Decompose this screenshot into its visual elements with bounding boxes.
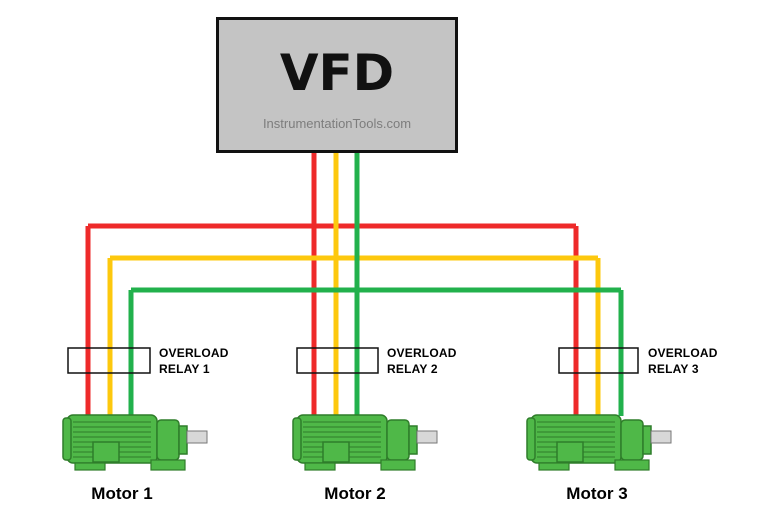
- motor-1-label: Motor 1: [91, 484, 153, 503]
- vfd-box: VFD InstrumentationTools.com: [216, 17, 458, 153]
- overload-relay-3-label: OVERLOAD RELAY 3: [648, 345, 718, 377]
- relay-label-line1: OVERLOAD: [387, 346, 457, 360]
- green-phase-wire: [128, 150, 624, 416]
- overload-relay-2-label: OVERLOAD RELAY 2: [387, 345, 457, 377]
- relay-label-line2: RELAY 1: [159, 362, 210, 376]
- relay-label-line1: OVERLOAD: [648, 346, 718, 360]
- overload-relay-1-box: [67, 347, 151, 374]
- motor-3-label: Motor 3: [566, 484, 628, 503]
- relay-label-line1: OVERLOAD: [159, 346, 229, 360]
- motor-1-icon: [62, 414, 208, 471]
- overload-relay-2-box: [296, 347, 379, 374]
- relay-label-line2: RELAY 2: [387, 362, 438, 376]
- overload-relay-1-label: OVERLOAD RELAY 1: [159, 345, 229, 377]
- motor-3-icon: [526, 414, 672, 471]
- motor-2-icon: [292, 414, 438, 471]
- vfd-title: VFD: [279, 44, 395, 102]
- red-phase-wire: [85, 150, 579, 416]
- overload-relay-3-box: [558, 347, 639, 374]
- yellow-phase-wire: [107, 150, 601, 416]
- relay-label-line2: RELAY 3: [648, 362, 699, 376]
- motor-2-label: Motor 2: [324, 484, 386, 503]
- watermark-text: InstrumentationTools.com: [262, 116, 412, 131]
